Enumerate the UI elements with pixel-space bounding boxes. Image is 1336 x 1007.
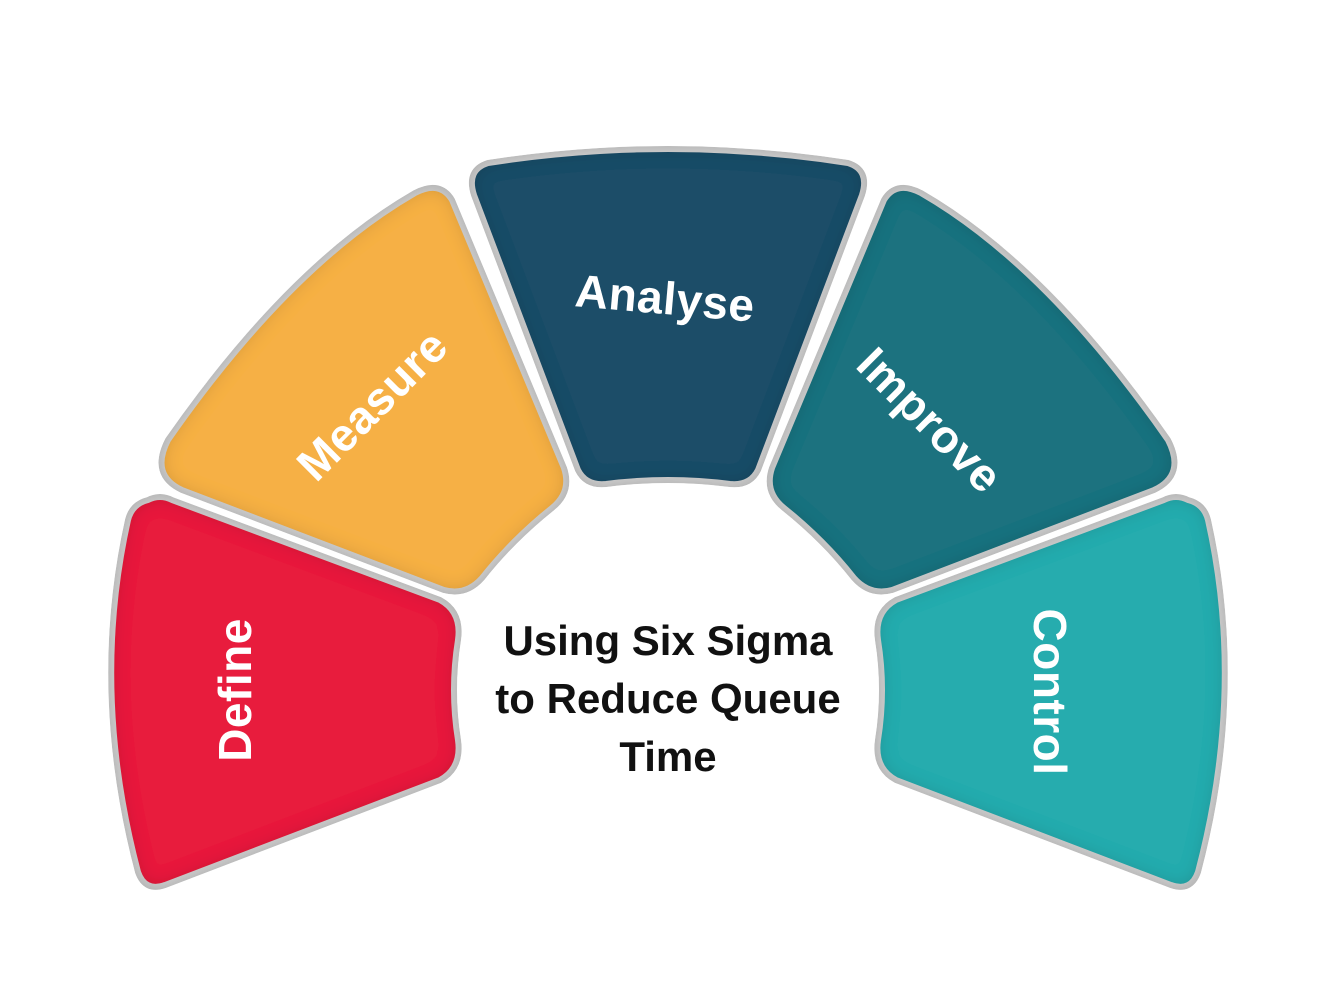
segment-improve-shape (766, 184, 1178, 595)
center-title-line-2: to Reduce Queue (495, 675, 841, 722)
segment-control[interactable]: Control (874, 494, 1228, 890)
center-title: Using Six Sigma to Reduce Queue Time (448, 612, 888, 786)
segment-measure-shape (158, 184, 570, 595)
segment-measure[interactable]: Measure (158, 184, 570, 595)
segment-control-label: Control (1024, 608, 1076, 775)
segment-define-shape (108, 494, 462, 890)
segment-define[interactable]: Define (108, 494, 462, 890)
segment-define-label: Define (209, 618, 261, 762)
segment-analyse[interactable]: Analyse (468, 146, 868, 488)
segment-analyse-shape (468, 146, 868, 488)
center-title-line-3: Time (619, 733, 717, 780)
center-title-line-1: Using Six Sigma (503, 617, 833, 664)
segment-control-shape (874, 494, 1228, 890)
segment-improve[interactable]: Improve (766, 184, 1178, 595)
